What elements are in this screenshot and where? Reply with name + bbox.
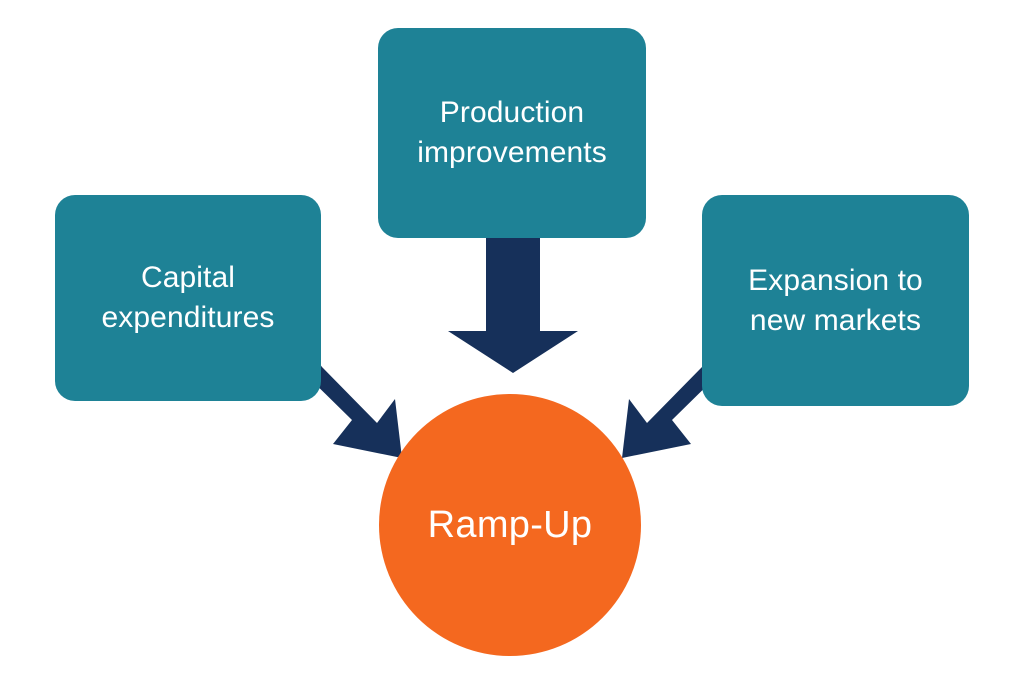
node-production-improvements[interactable]: Production improvements — [378, 28, 646, 238]
center-node-ramp-up-label: Ramp-Up — [427, 503, 593, 546]
node-expansion-new-markets-label: Expansion to new markets — [748, 263, 923, 337]
node-capital-expenditures-label: Capital expenditures — [101, 261, 275, 334]
center-node-ramp-up[interactable]: Ramp-Up — [379, 394, 641, 656]
arrow-expansion-to-center-icon — [622, 352, 727, 458]
node-production-improvements-label: Production improvements — [417, 96, 607, 169]
node-capital-expenditures[interactable]: Capital expenditures — [55, 195, 321, 401]
node-expansion-new-markets[interactable]: Expansion to new markets — [702, 195, 969, 406]
arrow-capital-to-center-icon — [297, 352, 402, 458]
arrow-production-to-center-icon — [448, 232, 578, 373]
